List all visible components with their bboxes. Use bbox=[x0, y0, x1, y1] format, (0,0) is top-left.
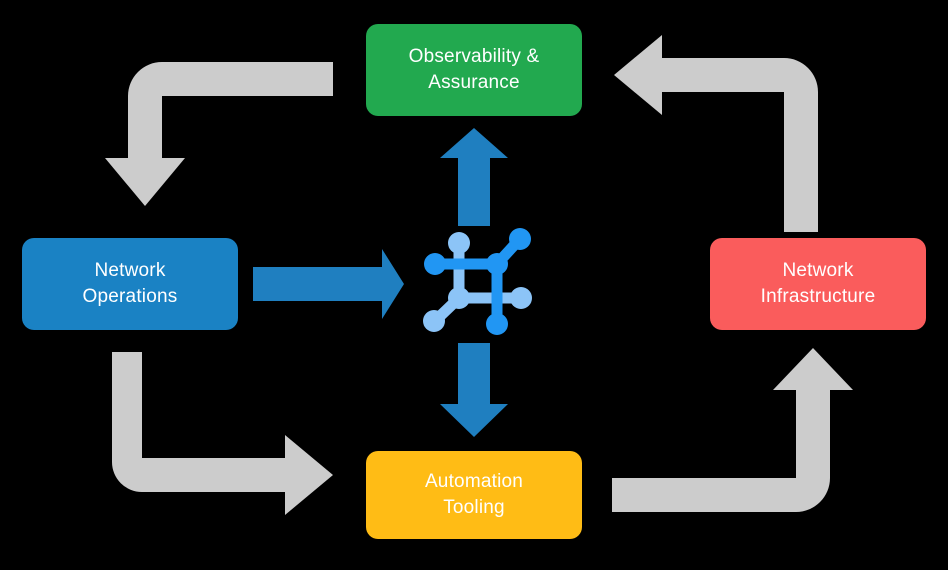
node-label-automation-tooling: Automation Tooling bbox=[424, 471, 524, 518]
node-box-network-infrastructure[interactable]: Network Infrastructure bbox=[710, 238, 926, 330]
node-box-network-operations[interactable]: Network Operations bbox=[22, 238, 238, 330]
node-box-automation-tooling[interactable]: Automation Tooling bbox=[366, 451, 582, 539]
flow-arrow-automation-to-infrastructure[interactable] bbox=[612, 348, 853, 512]
node-box-observability-assurance[interactable]: Observability & Assurance bbox=[366, 24, 582, 116]
primary-arrow-core-to-observability[interactable] bbox=[440, 128, 508, 226]
node-label-network-operations: Network Operations bbox=[82, 260, 178, 307]
primary-arrow-core-to-automation[interactable] bbox=[440, 343, 508, 437]
primary-arrow-operations-to-core[interactable] bbox=[253, 249, 404, 319]
node-label-network-infrastructure: Network Infrastructure bbox=[760, 260, 876, 307]
flow-arrow-operations-to-automation[interactable] bbox=[112, 352, 333, 515]
network-mesh-icon bbox=[423, 228, 532, 335]
flow-arrow-observability-to-operations[interactable] bbox=[105, 62, 333, 206]
node-label-observability-assurance: Observability & Assurance bbox=[408, 46, 540, 93]
flow-arrow-infrastructure-to-observability[interactable] bbox=[614, 35, 818, 232]
